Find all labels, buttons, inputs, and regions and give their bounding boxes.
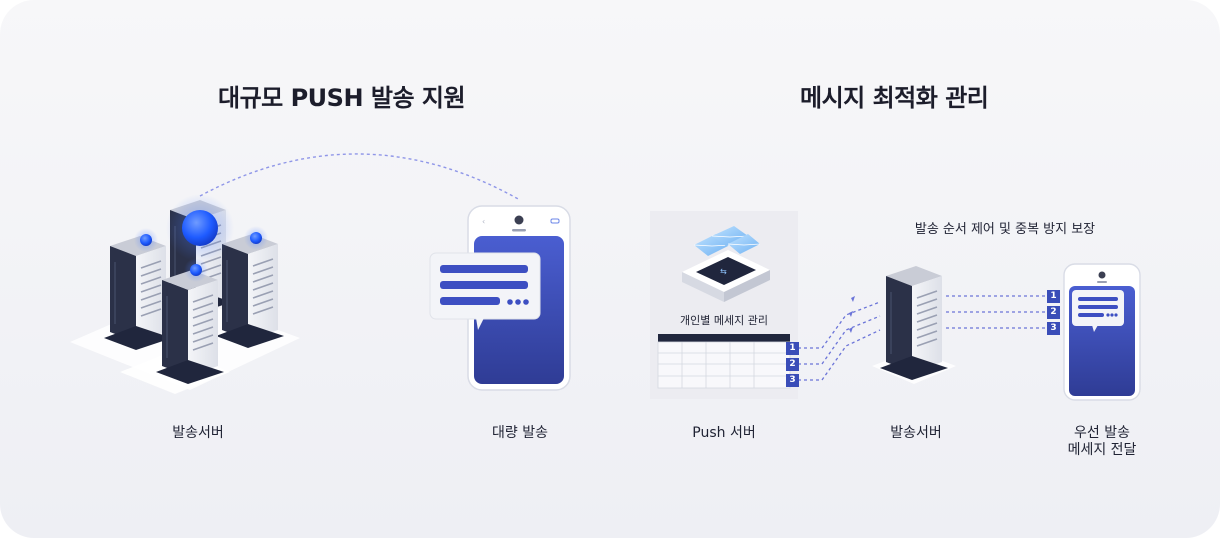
signal-orb-icon [140,234,152,246]
receive-badge: 2 [1047,306,1060,319]
phone-bulk-send: ‹ [430,206,570,390]
server-left-icon [104,236,172,350]
push-server-panel: ⇆ [650,211,798,399]
phone-priority [1064,264,1140,400]
push-server-label: Push 서버 [674,424,774,442]
order-caption: 발송 순서 제어 및 중복 방지 보장 [880,221,1130,239]
main-signal-orb-icon [182,210,218,246]
server-front-icon [156,270,224,384]
delivery-connection-lines [946,296,1046,328]
queue-badge: 1 [786,342,799,355]
send-server-icon [872,266,956,384]
queue-badge: 2 [786,358,799,371]
signal-orb-icon [190,264,202,276]
server-cluster [70,194,300,394]
priority-label-line1: 우선 발송 [1052,424,1152,442]
signal-orb-icon [250,232,262,244]
server-label: 발송서버 [148,424,248,442]
message-table [658,334,790,388]
dashed-connection-arc [200,154,520,200]
priority-label-line2: 메세지 전달 [1052,441,1152,459]
svg-text:⇆: ⇆ [720,267,727,276]
queue-connection-lines [798,302,880,380]
svg-text:‹: ‹ [482,217,485,226]
server-right-icon [216,234,284,348]
panel-caption: 개인별 메세지 관리 [650,312,798,330]
queue-badge: 3 [786,374,799,387]
message-bubble-icon [1072,290,1124,332]
bulk-send-label: 대량 발송 [470,424,570,442]
message-bubble-icon [430,253,540,330]
send-server-label: 발송서버 [866,424,966,442]
receive-badge: 3 [1047,322,1060,335]
receive-badge: 1 [1047,290,1060,303]
